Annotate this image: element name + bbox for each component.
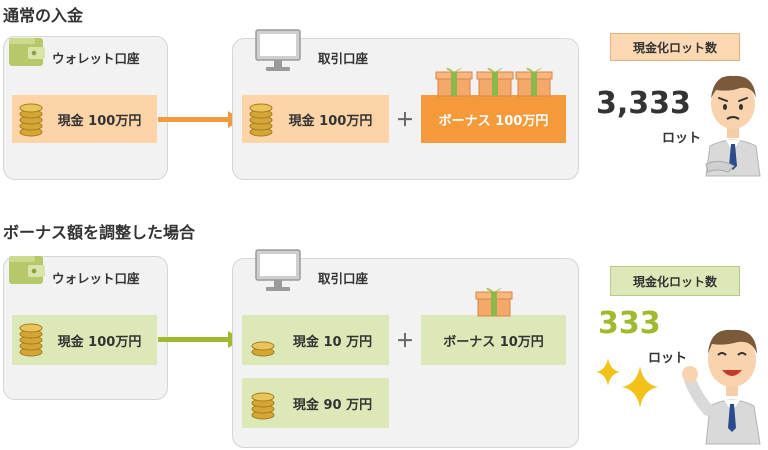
gift-box-icon xyxy=(435,67,553,97)
bonus-box: ボーナス 100万円 xyxy=(421,95,566,143)
worried-man-icon xyxy=(705,75,761,177)
trading-cash-box: 現金 10 万円 xyxy=(242,315,389,365)
sparkle-icon xyxy=(596,358,658,408)
trading-account-label: 取引口座 xyxy=(318,271,369,286)
wallet-icon xyxy=(9,256,45,284)
bonus-label: ボーナス 100万円 xyxy=(438,113,549,129)
bonus-label: ボーナス 10万円 xyxy=(443,334,544,350)
section-title-adjusted: ボーナス額を調整した場合 xyxy=(3,223,196,242)
coin-stack-icon xyxy=(251,341,275,357)
trading-cash-label: 現金 100万円 xyxy=(288,113,373,129)
gift-box-icon xyxy=(475,287,513,317)
lot-unit-label: ロット xyxy=(662,131,702,146)
monitor-icon xyxy=(255,249,301,291)
coin-stack-icon xyxy=(251,392,275,420)
lot-number: 333 xyxy=(598,306,661,341)
trading-cash2-label: 現金 90 万円 xyxy=(292,397,373,413)
wallet-account-label: ウォレット口座 xyxy=(52,51,140,66)
cash-lot-badge: 現金化ロット数 xyxy=(610,266,740,296)
monitor-icon xyxy=(255,29,301,71)
lot-unit-label: ロット xyxy=(648,351,688,366)
plus-sign: ＋ xyxy=(396,110,414,131)
coin-stack-icon xyxy=(249,103,273,137)
lot-number: 3,333 xyxy=(596,86,691,121)
trading-cash-label: 現金 10 万円 xyxy=(292,334,373,350)
wallet-icon xyxy=(9,38,45,66)
bonus-box: ボーナス 10万円 xyxy=(421,315,566,365)
section-title-normal: 通常の入金 xyxy=(3,6,84,25)
wallet-cash-label: 現金 100万円 xyxy=(57,334,142,350)
wallet-account-label: ウォレット口座 xyxy=(52,271,140,286)
coin-stack-icon xyxy=(19,103,43,137)
trading-account-label: 取引口座 xyxy=(318,51,369,66)
cash-lot-badge: 現金化ロット数 xyxy=(610,33,740,61)
coin-stack-icon xyxy=(19,323,43,357)
wallet-cash-label: 現金 100万円 xyxy=(57,113,142,129)
plus-sign: ＋ xyxy=(396,331,414,352)
happy-man-icon xyxy=(682,329,761,445)
